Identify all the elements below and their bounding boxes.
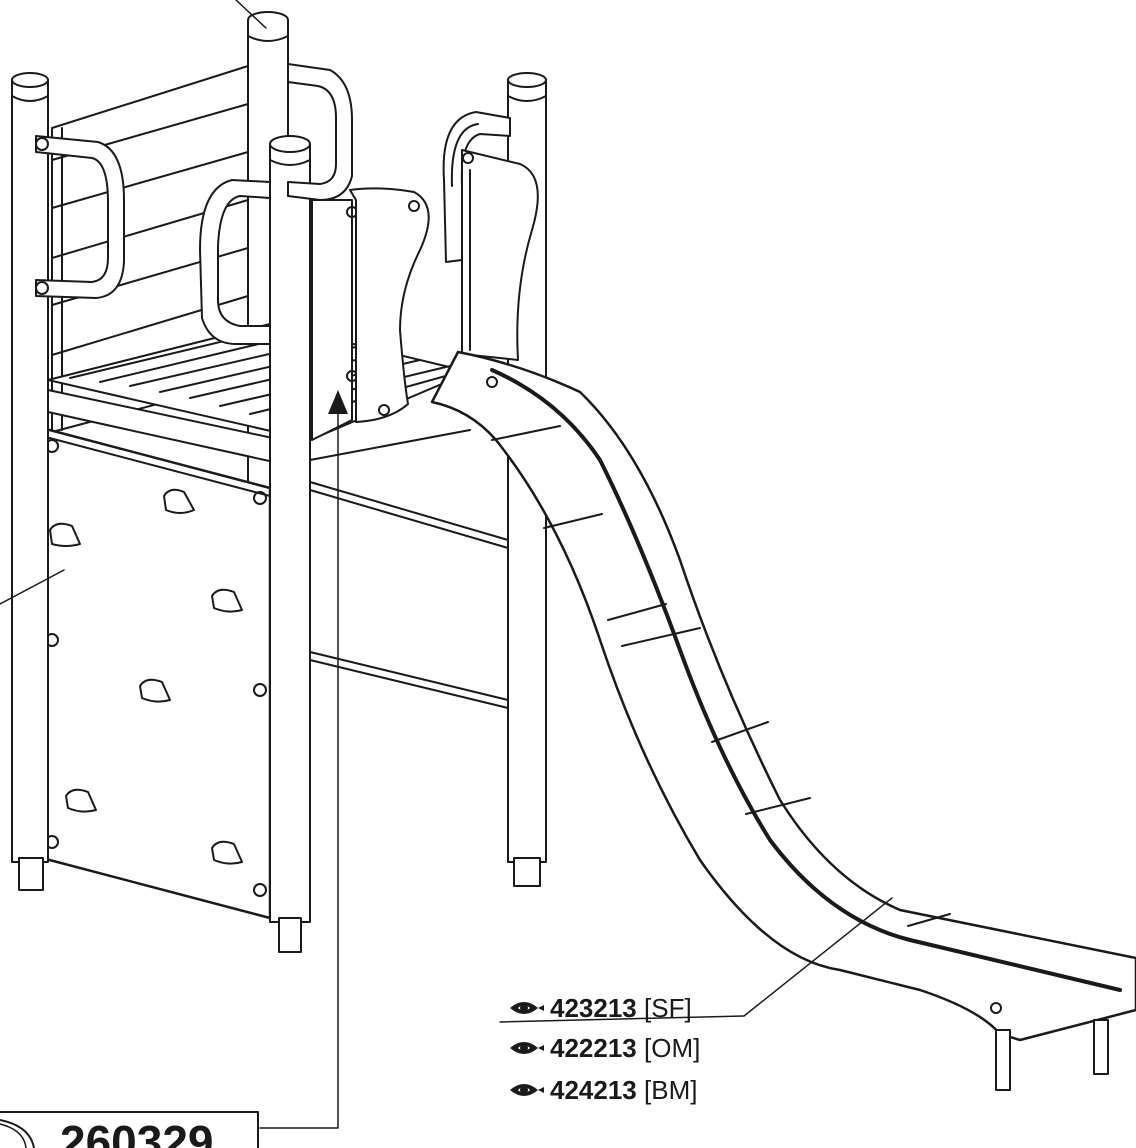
reference-box: 260329	[0, 1111, 259, 1148]
reference-number: 260329	[60, 1116, 214, 1148]
climbing-hold	[49, 522, 81, 547]
part-label-sf: 423213 [SF]	[510, 993, 692, 1023]
label-variant: [SF]	[644, 993, 692, 1023]
handle-back-left	[35, 135, 125, 299]
climbing-hold	[65, 788, 97, 813]
slide-side-panel	[311, 187, 430, 441]
handle-front	[199, 179, 271, 345]
climbing-hold	[139, 678, 171, 703]
climbing-hold	[211, 588, 243, 613]
label-variant: [BM]	[644, 1075, 697, 1105]
eye-icon	[510, 1042, 544, 1054]
label-code: 422213	[550, 1033, 637, 1063]
part-label-om: 422213 [OM]	[510, 1033, 700, 1063]
post-front-left	[11, 72, 49, 891]
label-code: 423213	[550, 993, 637, 1023]
svg-text:422213 [OM]: 422213 [OM]	[550, 1033, 700, 1063]
climbing-wall	[40, 426, 272, 920]
part-label-bm: 424213 [BM]	[510, 1075, 697, 1105]
climbing-hold	[163, 488, 195, 514]
leader-lines	[0, 0, 893, 1129]
eye-icon	[510, 1002, 544, 1014]
handle-back-center	[287, 63, 353, 201]
slide-chute	[430, 350, 1136, 1091]
slide-side-panel-right	[461, 149, 539, 361]
post-front-center	[269, 135, 311, 953]
eye-icon	[510, 1084, 544, 1096]
label-variant: [OM]	[644, 1033, 700, 1063]
svg-text:423213 [SF]: 423213 [SF]	[550, 993, 692, 1023]
arrowhead-icon	[328, 390, 348, 414]
svg-text:424213 [BM]: 424213 [BM]	[550, 1075, 697, 1105]
climbing-hold	[211, 840, 243, 865]
cross-bars	[309, 429, 509, 709]
label-code: 424213	[550, 1075, 637, 1105]
